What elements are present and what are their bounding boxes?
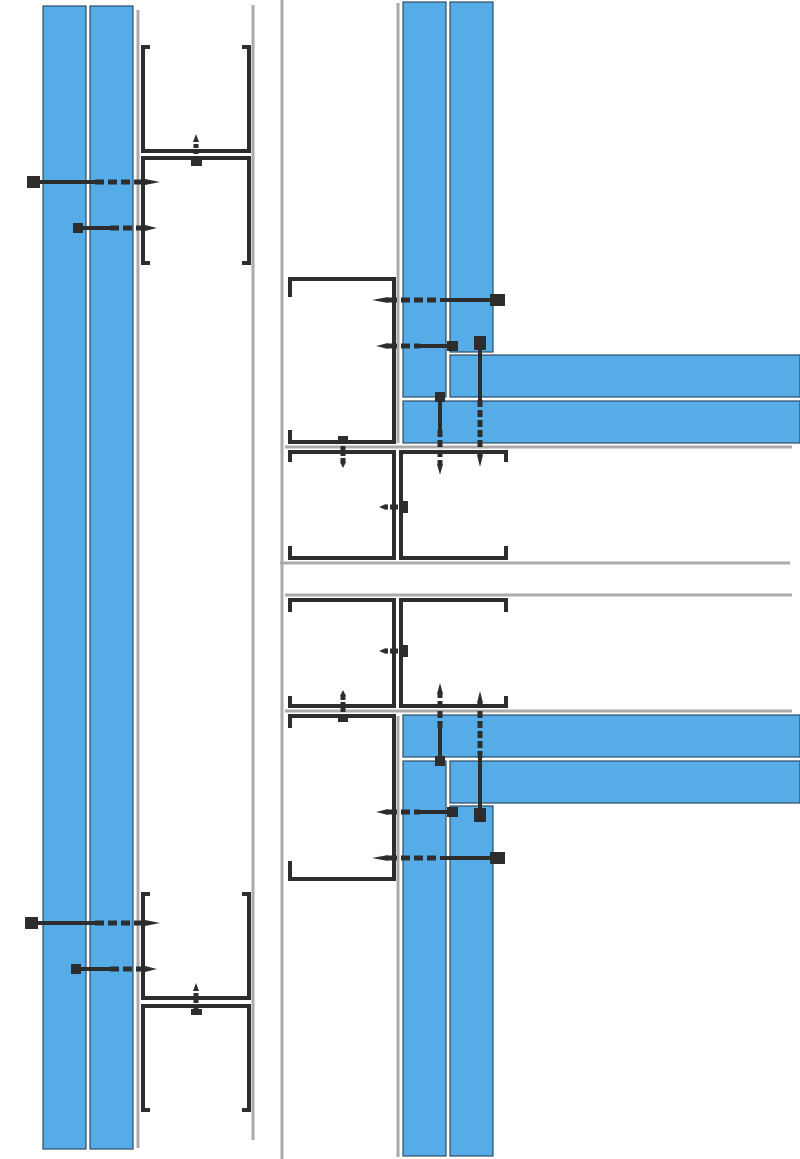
- c-stud: [141, 892, 251, 1000]
- c-stud: [141, 1004, 251, 1112]
- screw-icon: [372, 294, 505, 306]
- c-stud: [288, 277, 396, 444]
- left-wall-boards: [42, 5, 134, 1150]
- gypsum-board: [89, 5, 134, 1150]
- gypsum-board: [42, 5, 87, 1150]
- c-stud: [141, 156, 251, 265]
- gypsum-board: [449, 354, 800, 398]
- screw-icon: [338, 436, 348, 468]
- screw-icon: [376, 341, 458, 351]
- c-stud: [399, 450, 508, 560]
- screw-icon: [71, 964, 157, 974]
- screw-icon: [191, 983, 202, 1015]
- screw-icon: [73, 223, 157, 233]
- gypsum-board: [449, 1, 494, 353]
- right-lower-junction: [290, 600, 800, 1156]
- right-upper-junction: [288, 1, 800, 560]
- screw-icon: [435, 392, 445, 475]
- left-steel-studs: [141, 45, 251, 1112]
- gypsum-board: [402, 1, 447, 398]
- screw-icon: [27, 176, 160, 188]
- left-screws: [25, 134, 202, 1015]
- screw-icon: [25, 917, 160, 929]
- screw-icon: [379, 501, 408, 513]
- gypsum-board: [402, 400, 800, 444]
- c-stud: [288, 450, 396, 560]
- screw-icon: [191, 134, 202, 166]
- guide-lines: [136, 0, 792, 1159]
- screw-icon: [474, 336, 486, 467]
